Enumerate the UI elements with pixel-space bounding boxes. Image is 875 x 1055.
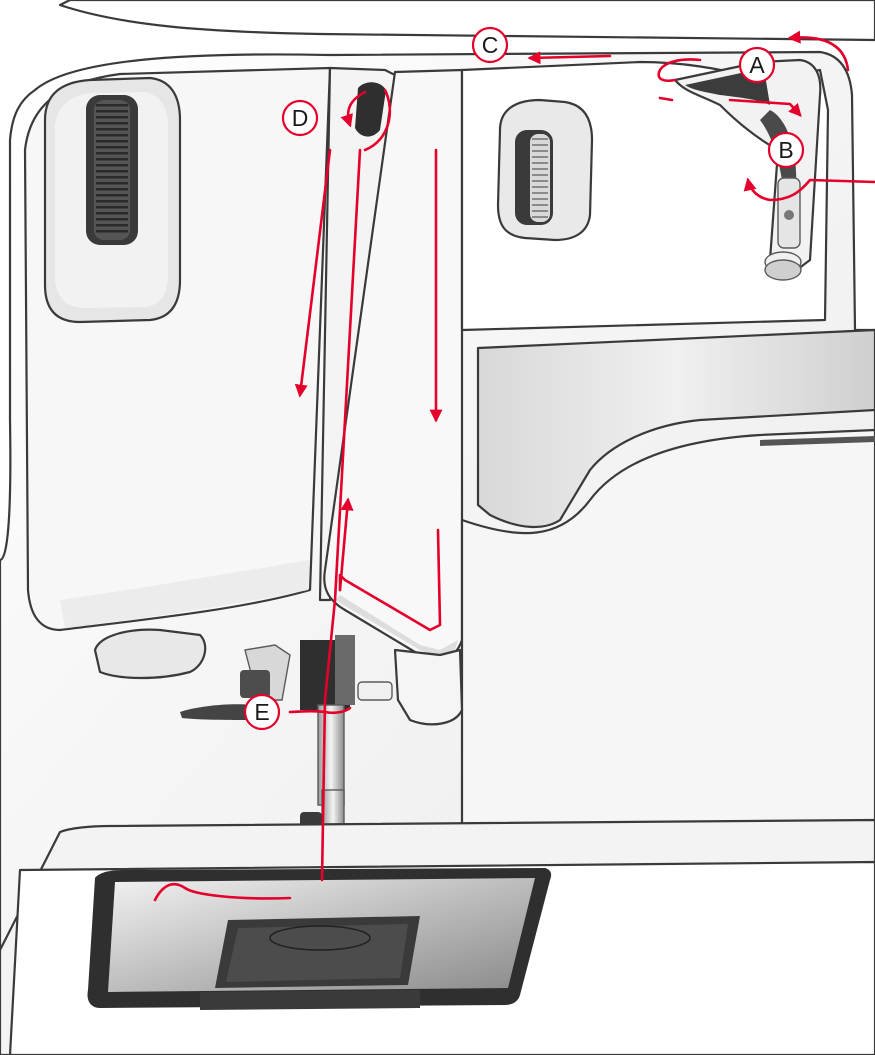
- thread-path: [153, 30, 875, 902]
- dial-ridge: [96, 176, 128, 179]
- dial-ridge: [96, 170, 128, 173]
- dial-ridge: [96, 194, 128, 197]
- tension-ridge: [532, 162, 548, 164]
- dial-ridge: [96, 206, 128, 209]
- takeup-slot-left: [355, 82, 386, 137]
- left-end-cover-shade: [60, 560, 310, 628]
- tension-ridge: [532, 168, 548, 170]
- dial-ridge: [96, 164, 128, 167]
- tension-ridge: [532, 156, 548, 158]
- tension-ridge: [532, 138, 548, 140]
- dial-ridge: [96, 158, 128, 161]
- tension-ridge: [532, 150, 548, 152]
- marker-b: B: [767, 131, 805, 169]
- dial-ridge: [96, 134, 128, 137]
- dial-ridge: [96, 116, 128, 119]
- dial-ridge: [96, 146, 128, 149]
- stitch-length-dial[interactable]: [86, 95, 138, 245]
- dial-ridge: [96, 230, 128, 233]
- dial-ridge: [96, 188, 128, 191]
- svg-text:A: A: [749, 52, 765, 78]
- tension-ridge: [532, 174, 548, 176]
- marker-a: A: [738, 46, 776, 84]
- bobbin-winder-cover: [93, 628, 207, 680]
- dial-ridge: [96, 140, 128, 143]
- svg-text:B: B: [778, 137, 793, 163]
- tension-ridge: [532, 186, 548, 188]
- dial-ridges: [96, 104, 128, 233]
- tension-ridge: [532, 180, 548, 182]
- free-arm-lower: [460, 428, 875, 872]
- svg-text:C: C: [482, 32, 499, 58]
- tension-ridge: [532, 144, 548, 146]
- marker-d: D: [281, 99, 319, 137]
- tension-ridge: [532, 216, 548, 218]
- dial-ridge: [96, 128, 128, 131]
- dial-ridge: [96, 110, 128, 113]
- arm-slot: [760, 436, 875, 446]
- presser-foot-lift-body: [393, 648, 464, 726]
- top-lid: [58, 0, 875, 42]
- svg-text:D: D: [292, 105, 309, 131]
- dial-ridge: [96, 200, 128, 203]
- tension-dial[interactable]: [515, 130, 553, 225]
- tension-ridge: [532, 192, 548, 194]
- free-arm-band: [476, 328, 875, 529]
- bobbin-cover[interactable]: [215, 916, 420, 988]
- tension-ridge: [532, 210, 548, 212]
- dial-ridge: [96, 218, 128, 221]
- dial-ridge: [96, 152, 128, 155]
- dial-ridge: [96, 104, 128, 107]
- dial-ridge: [96, 122, 128, 125]
- needle-bar-cover-edge: [335, 595, 458, 658]
- tension-dial-ridges: [532, 138, 548, 218]
- marker-e: E: [243, 693, 281, 731]
- dial-ridge: [96, 182, 128, 185]
- dial-ridge: [96, 212, 128, 215]
- svg-text:E: E: [254, 699, 269, 725]
- tension-ridge: [532, 204, 548, 206]
- marker-c: C: [471, 26, 509, 64]
- dial-ridge: [96, 224, 128, 227]
- tension-ridge: [532, 198, 548, 200]
